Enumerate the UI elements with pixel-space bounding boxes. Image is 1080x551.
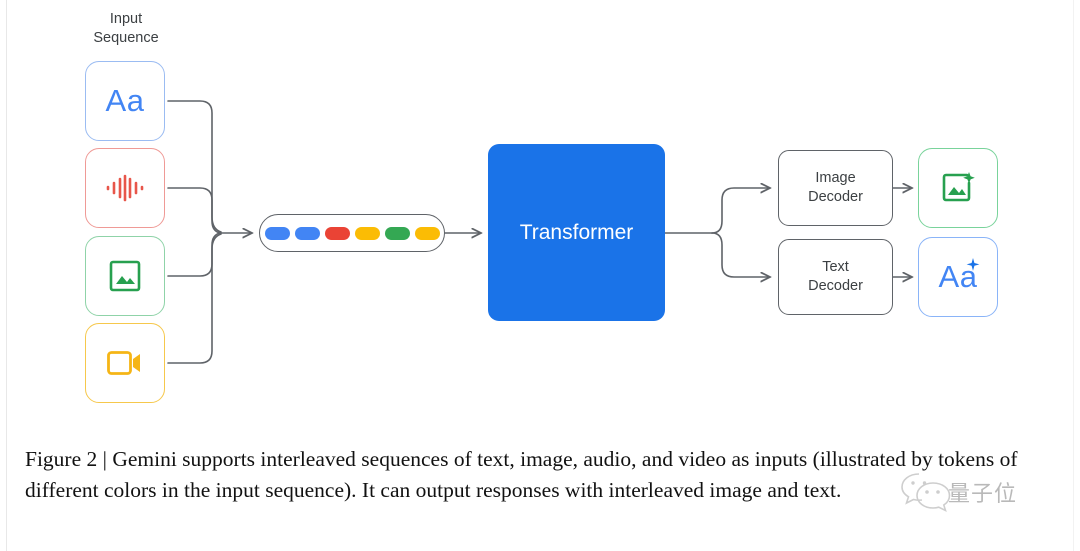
- sparkle-icon: [967, 258, 980, 271]
- caption-prefix: Figure 2 |: [25, 447, 113, 471]
- line-to-text-decoder: [711, 232, 770, 277]
- line-text-input: [167, 100, 222, 233]
- page-edge-right: [1073, 0, 1074, 551]
- input-box-image[interactable]: [85, 236, 165, 316]
- connector-lines: [167, 100, 1080, 364]
- input-sequence-label: Input Sequence: [93, 11, 159, 46]
- token-3: [324, 226, 350, 240]
- output-box-text[interactable]: Aa: [918, 237, 998, 317]
- line-to-image-decoder: [711, 188, 770, 234]
- input-box-video[interactable]: [85, 323, 165, 403]
- line-video-input: [167, 233, 222, 364]
- line-audio-input: [167, 187, 221, 234]
- text-aa-icon: Aa: [105, 83, 145, 118]
- image-picture-icon: [109, 260, 141, 292]
- token-4: [354, 226, 380, 240]
- transformer-block[interactable]: Transformer: [488, 144, 665, 321]
- video-camera-icon: [107, 351, 140, 375]
- token-sequence-pill: [259, 214, 445, 252]
- audio-waveform-icon: [106, 174, 144, 202]
- input-box-audio[interactable]: [85, 148, 165, 228]
- gemini-architecture-figure: Input Sequence Aa: [85, 11, 1080, 403]
- page-edge-left: [6, 0, 7, 551]
- token-6: [414, 226, 440, 240]
- input-box-text[interactable]: Aa: [85, 61, 165, 141]
- caption-text: Gemini supports interleaved sequences of…: [25, 447, 1018, 502]
- token-1: [264, 226, 290, 240]
- image-sparkle-icon: [942, 172, 975, 202]
- image-decoder-box[interactable]: Image Decoder: [778, 150, 893, 226]
- token-5: [384, 226, 410, 240]
- output-box-image[interactable]: [918, 148, 998, 228]
- token-2: [294, 226, 320, 240]
- figure-caption: Figure 2 | Gemini supports interleaved s…: [25, 444, 1060, 506]
- text-decoder-box[interactable]: Text Decoder: [778, 239, 893, 315]
